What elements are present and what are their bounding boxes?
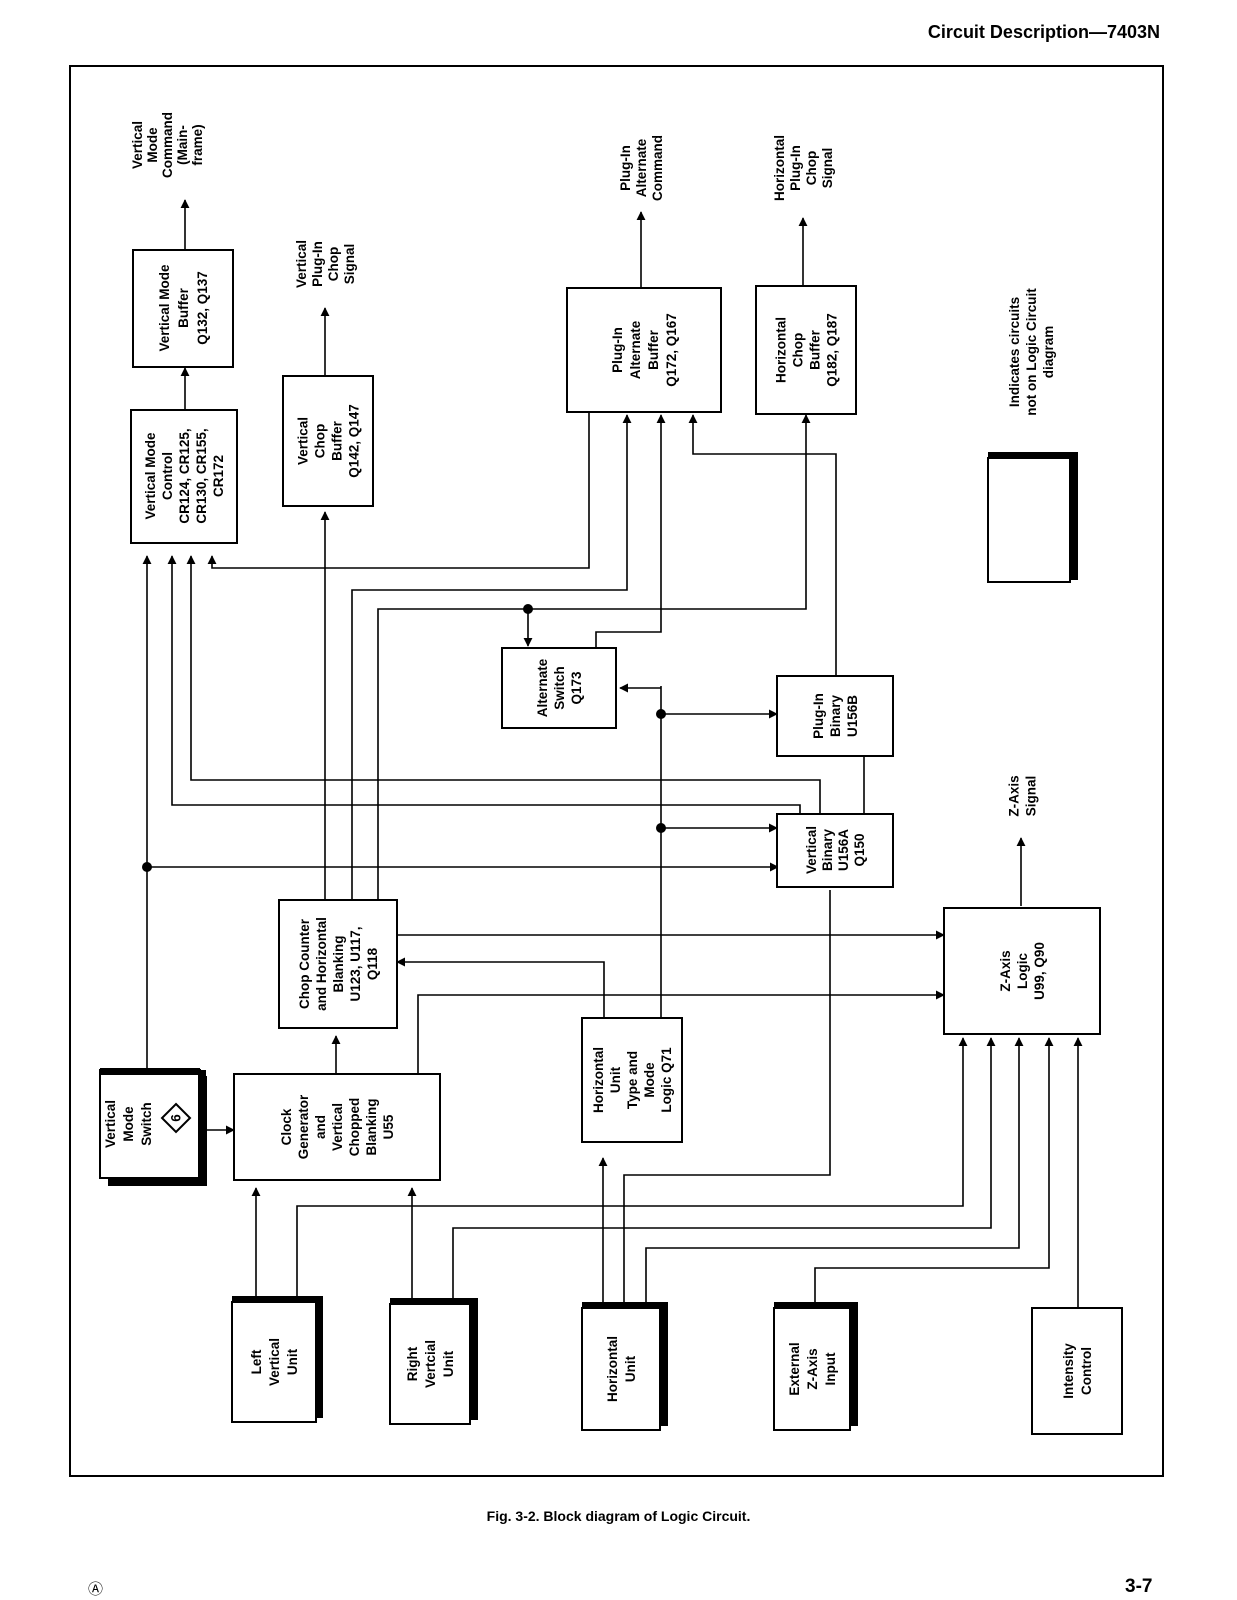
signal-lines [142,199,1083,1308]
line-clock-to-zlogic [417,990,945,1074]
junction-dot [656,823,666,833]
junction-dot [656,709,666,719]
line-leftvu-to-zlogic [296,1037,968,1300]
legend-box [987,457,1071,583]
block-z-axis-logic [943,907,1101,1035]
line-chop-to-pialt-a [351,414,632,900]
junction-dots [142,604,666,872]
line-chop-to-altswitch [377,608,533,900]
line-extz-to-zlogic [814,1037,1054,1305]
block-alt-switch [501,647,617,729]
block-left-vu-top [232,1296,322,1304]
line-hlogic-to-chop [396,957,605,1018]
line-altswitch-to-pialt [595,414,666,648]
page-header: Circuit Description—7403N [927,22,1160,42]
block-h-unit-logic [581,1017,683,1143]
block-clock-gen [233,1073,441,1181]
line-pibinary-to-pialt [688,414,837,676]
block-right-vu-side [470,1298,478,1420]
block-vm-buffer [132,249,234,368]
block-right-vu [389,1303,471,1425]
block-vm-switch-side [198,1070,206,1184]
block-ext-z [773,1307,851,1431]
junction-dot [523,604,533,614]
block-ext-z-top [774,1302,858,1310]
block-h-unit-top [582,1302,668,1310]
block-vchop-buffer [282,375,374,507]
revision-mark: Ⓐ [88,1581,104,1598]
block-vm-control [130,409,238,544]
legend-box-top [988,452,1078,460]
block-v-binary [776,813,894,888]
block-pi-binary [776,675,894,757]
line-hchop-feed [528,414,811,610]
line-pialt-to-vmcontrol [207,412,590,569]
block-left-vu [231,1301,317,1423]
block-h-unit [581,1307,661,1431]
block-pialt-buffer [566,287,722,413]
figure-caption: Fig. 3-2. Block diagram of Logic Circuit… [486,1508,751,1524]
line-hunit-to-vbinary [623,890,831,1304]
line-vbinary-to-vmcontrol-a [167,555,801,818]
vm-command-label: VerticalModeCommand(Main-frame) [130,112,205,178]
v-binary-label: VerticalBinaryU156AQ150 [804,826,867,874]
block-chop-counter [278,899,398,1029]
diagram-frame [69,65,1164,1477]
pi-alt-command-label: Plug-InAlternateCommand [618,135,665,201]
block-hchop-buffer [755,285,857,415]
block-left-vu-side [316,1296,323,1418]
h-chop-signal-label: HorizontalPlug-InChopSignal [772,135,835,201]
junction-dot [142,862,152,872]
v-chop-signal-label: VerticalPlug-InChopSignal [294,240,357,288]
blocks [99,249,1123,1435]
diagram-number-label: 6 [169,1114,184,1122]
legend-box-side [1070,452,1078,580]
block-right-vu-top [390,1298,478,1306]
line-hunit-to-zlogic [645,1037,1024,1304]
line-rightvu-to-zlogic [452,1037,996,1300]
block-vm-switch-top [100,1068,200,1075]
block-h-unit-side [660,1302,668,1426]
diagram-number-marker: 6 [160,1102,192,1134]
block-intensity [1031,1307,1123,1435]
block-ext-z-side [850,1302,858,1426]
line-vbinary-to-vmcontrol-b [186,555,821,818]
page-number: 3-7 [1125,1576,1153,1597]
